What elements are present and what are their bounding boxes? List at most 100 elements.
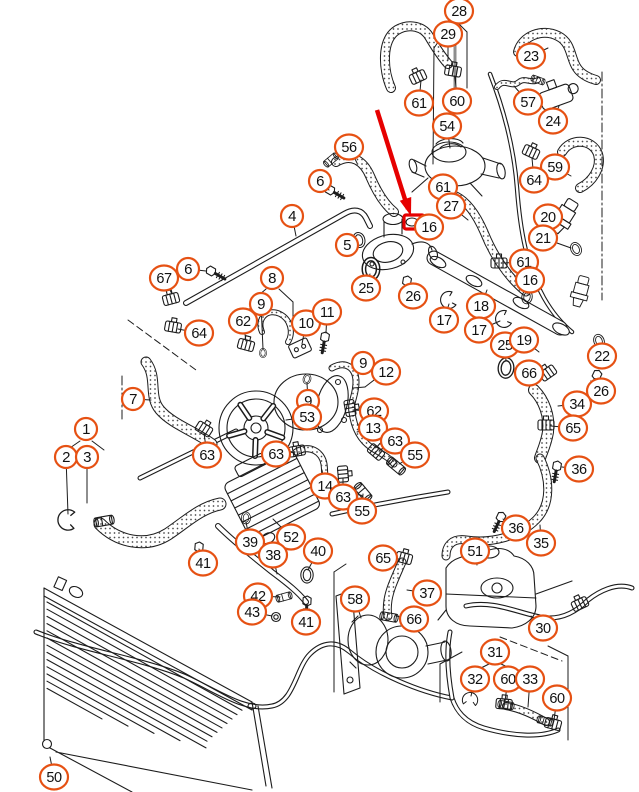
svg-text:7: 7 <box>129 391 137 408</box>
svg-text:64: 64 <box>526 173 542 189</box>
callout-36[interactable]: 36 <box>500 514 532 542</box>
callout-24[interactable]: 24 <box>537 107 569 135</box>
svg-text:65: 65 <box>375 551 391 567</box>
callout-27[interactable]: 27 <box>435 192 467 220</box>
callout-7[interactable]: 7 <box>120 386 146 412</box>
callout-25[interactable]: 25 <box>350 274 382 302</box>
callout-17[interactable]: 17 <box>463 316 495 344</box>
callout-13[interactable]: 13 <box>357 414 389 442</box>
callout-51[interactable]: 51 <box>459 537 491 565</box>
callout-66[interactable]: 66 <box>398 605 430 633</box>
callout-41[interactable]: 41 <box>290 608 322 636</box>
callout-30[interactable]: 30 <box>527 614 559 642</box>
callout-43[interactable]: 43 <box>236 598 268 626</box>
callout-62[interactable]: 62 <box>227 307 259 335</box>
callout-19[interactable]: 19 <box>508 326 540 354</box>
callout-6[interactable]: 6 <box>175 256 201 282</box>
clamps <box>160 60 590 732</box>
svg-text:12: 12 <box>378 365 394 381</box>
svg-text:64: 64 <box>191 326 207 342</box>
callout-53[interactable]: 53 <box>291 403 323 431</box>
callout-9[interactable]: 9 <box>350 350 376 376</box>
svg-text:62: 62 <box>235 314 251 330</box>
callout-38[interactable]: 38 <box>257 541 289 569</box>
callout-61[interactable]: 61 <box>403 89 435 117</box>
callout-60[interactable]: 60 <box>441 87 473 115</box>
callout-16[interactable]: 16 <box>413 213 445 241</box>
callout-55[interactable]: 55 <box>399 441 431 469</box>
svg-text:21: 21 <box>535 231 551 247</box>
callout-41[interactable]: 41 <box>187 549 219 577</box>
callout-4[interactable]: 4 <box>279 203 305 229</box>
callout-58[interactable]: 58 <box>339 585 371 613</box>
svg-text:52: 52 <box>283 530 299 546</box>
callout-3[interactable]: 3 <box>74 444 100 470</box>
callout-66[interactable]: 66 <box>513 359 545 387</box>
callout-22[interactable]: 22 <box>586 342 618 370</box>
callout-26[interactable]: 26 <box>397 282 429 310</box>
svg-text:30: 30 <box>535 621 551 637</box>
svg-text:61: 61 <box>435 180 451 196</box>
callout-33[interactable]: 33 <box>514 665 546 693</box>
callout-40[interactable]: 40 <box>302 537 334 565</box>
callout-36[interactable]: 36 <box>563 455 595 483</box>
callout-37[interactable]: 37 <box>411 579 443 607</box>
callout-9[interactable]: 9 <box>248 291 274 317</box>
callout-64[interactable]: 64 <box>518 166 550 194</box>
callout-55[interactable]: 55 <box>346 497 378 525</box>
svg-text:32: 32 <box>467 672 483 688</box>
svg-text:31: 31 <box>487 645 503 661</box>
callout-63[interactable]: 63 <box>191 441 223 469</box>
svg-text:53: 53 <box>299 410 315 426</box>
callout-35[interactable]: 35 <box>525 529 557 557</box>
svg-text:50: 50 <box>46 770 62 786</box>
callout-6[interactable]: 6 <box>307 168 333 194</box>
callout-32[interactable]: 32 <box>459 665 491 693</box>
hoses-and-pipes <box>33 21 635 738</box>
callout-63[interactable]: 63 <box>260 440 292 468</box>
callout-56[interactable]: 56 <box>333 133 365 161</box>
callout-1[interactable]: 1 <box>73 416 99 442</box>
callout-12[interactable]: 12 <box>370 358 402 386</box>
callout-60[interactable]: 60 <box>541 684 573 712</box>
svg-text:6: 6 <box>184 261 192 278</box>
callout-23[interactable]: 23 <box>515 42 547 70</box>
callout-26[interactable]: 26 <box>585 377 617 405</box>
callout-50[interactable]: 50 <box>38 763 70 791</box>
callout-5[interactable]: 5 <box>334 232 360 258</box>
callout-20[interactable]: 20 <box>532 203 564 231</box>
callout-59[interactable]: 59 <box>539 153 571 181</box>
callout-31[interactable]: 31 <box>479 638 511 666</box>
svg-text:63: 63 <box>199 448 215 464</box>
callout-29[interactable]: 29 <box>432 20 464 48</box>
callout-54[interactable]: 54 <box>431 112 463 140</box>
callout-21[interactable]: 21 <box>527 224 559 252</box>
svg-text:54: 54 <box>439 119 455 135</box>
callout-14[interactable]: 14 <box>309 472 341 500</box>
callout-63[interactable]: 63 <box>379 427 411 455</box>
svg-text:13: 13 <box>365 421 381 437</box>
callout-64[interactable]: 64 <box>183 319 215 347</box>
callout-52[interactable]: 52 <box>275 523 307 551</box>
callout-8[interactable]: 8 <box>259 265 285 291</box>
svg-text:2: 2 <box>62 449 70 466</box>
svg-text:29: 29 <box>440 27 456 43</box>
callout-28[interactable]: 28 <box>443 0 475 25</box>
callout-11[interactable]: 11 <box>311 298 343 326</box>
svg-text:61: 61 <box>411 96 427 112</box>
svg-text:60: 60 <box>549 691 565 707</box>
callout-39[interactable]: 39 <box>234 528 266 556</box>
svg-text:51: 51 <box>467 544 483 560</box>
callout-2[interactable]: 2 <box>53 444 79 470</box>
callout-57[interactable]: 57 <box>512 88 544 116</box>
callout-65[interactable]: 65 <box>557 414 589 442</box>
callout-17[interactable]: 17 <box>428 306 460 334</box>
svg-text:5: 5 <box>343 237 351 254</box>
callout-16[interactable]: 16 <box>514 266 546 294</box>
callout-67[interactable]: 67 <box>148 264 180 292</box>
water-pump <box>218 373 349 466</box>
callout-65[interactable]: 65 <box>367 544 399 572</box>
callout-18[interactable]: 18 <box>465 292 497 320</box>
coolant-pipe-18 <box>429 255 570 336</box>
callout-34[interactable]: 34 <box>561 390 593 418</box>
